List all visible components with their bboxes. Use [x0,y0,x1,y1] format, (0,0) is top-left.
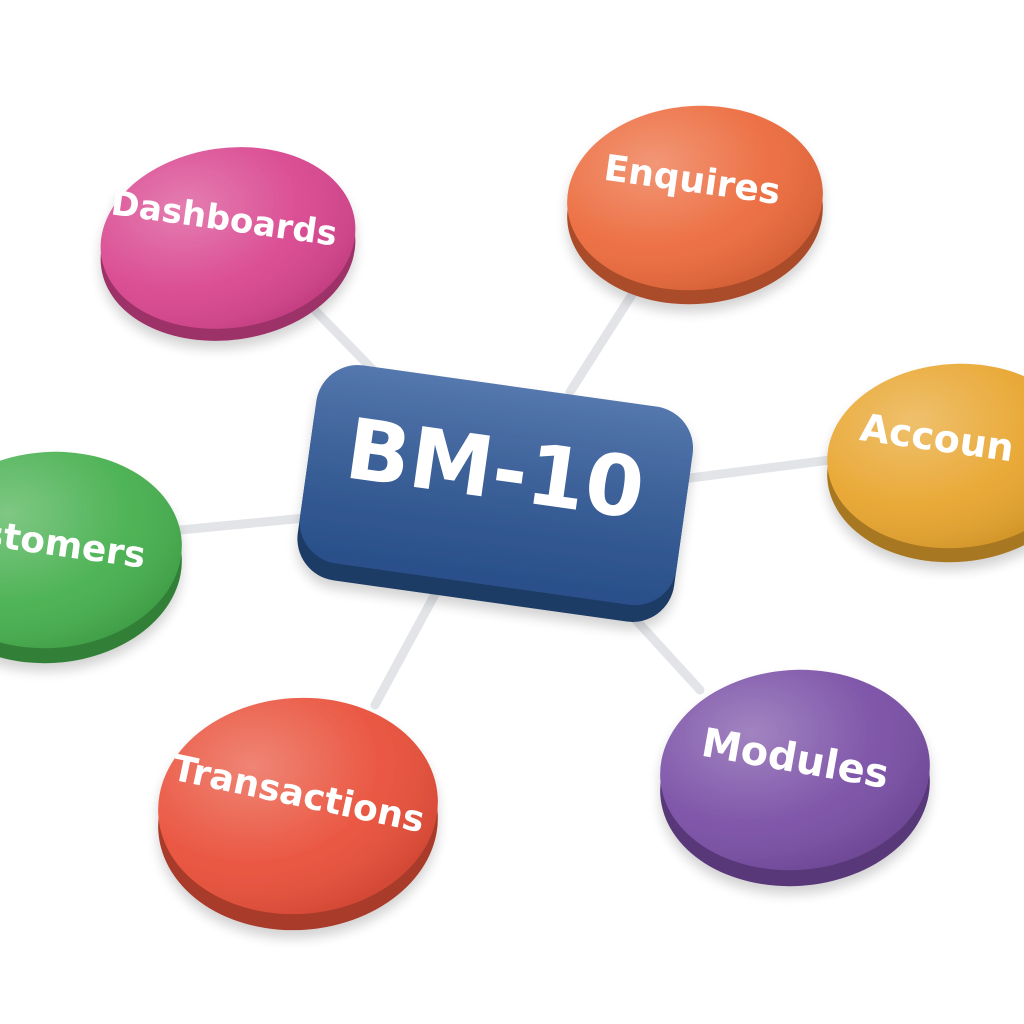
node-enquires-gloss [567,105,823,291]
connector-accounts [685,455,835,483]
node-accounts[interactable]: Accoun [821,355,1024,570]
node-accounts-gloss [827,363,1024,549]
node-modules[interactable]: Modules [653,661,936,895]
node-enquires[interactable]: Enquires [561,97,829,312]
node-transactions[interactable]: Transactions [151,688,445,939]
hub-node[interactable]: BM-10 [292,360,699,628]
connector-transactions [370,580,445,710]
node-dashboards-gloss [100,147,356,329]
node-modules-gloss [660,669,930,871]
connector-customers [175,513,310,535]
hub-node-gloss [299,365,694,606]
node-customers[interactable]: stomers [0,443,189,672]
connector-dashboards [300,295,380,377]
node-customers-gloss [0,451,182,649]
node-dashboards[interactable]: Dashboards [89,131,368,357]
node-transactions-gloss [158,697,438,915]
connector-enquires [565,277,645,397]
